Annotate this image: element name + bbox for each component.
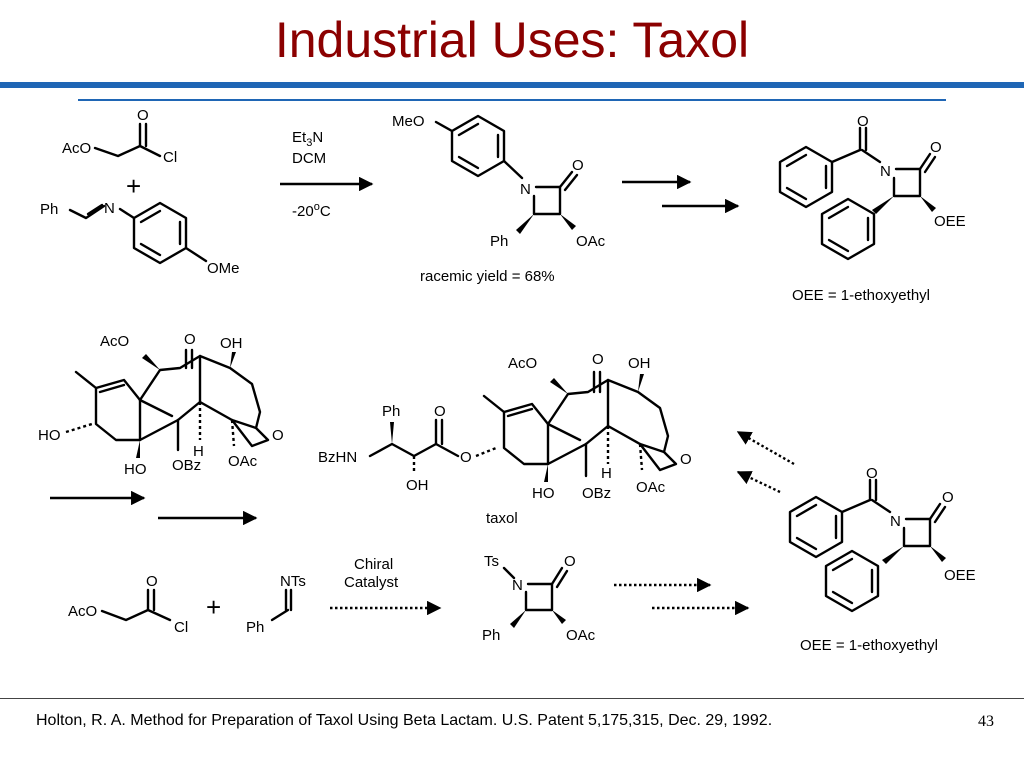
svg-text:O: O bbox=[857, 113, 869, 130]
dotted-arrow-left-a bbox=[736, 430, 795, 466]
svg-text:Ph: Ph bbox=[246, 619, 264, 636]
svg-text:OH: OH bbox=[406, 477, 429, 494]
reagent-label: Et3N bbox=[292, 129, 323, 149]
footer-rule bbox=[0, 698, 1024, 699]
plus-sign-top: + bbox=[126, 171, 141, 201]
svg-text:N: N bbox=[520, 181, 531, 198]
chiral-catalyst-arrow: Chiral Catalyst bbox=[330, 556, 442, 616]
baccatin-core: AcO O OH H OBz HO HO OAc O bbox=[38, 331, 284, 478]
racemic-yield-label: racemic yield = 68% bbox=[420, 268, 555, 285]
svg-text:OMe: OMe bbox=[207, 260, 240, 277]
svg-text:HO: HO bbox=[124, 461, 147, 478]
reaction-scheme: AcO O Cl + Ph N OMe Et3N DCM -20oC MeO N bbox=[38, 107, 976, 654]
n-benzoyl-lactam-top: O N O OEE OEE = 1-ethoxyethyl bbox=[778, 113, 966, 304]
beta-lactam-pmp: MeO N O Ph OAc racemic yield = 68% bbox=[392, 113, 606, 285]
oee-definition-bottom: OEE = 1-ethoxyethyl bbox=[800, 637, 938, 654]
svg-text:H: H bbox=[601, 465, 612, 482]
svg-text:O: O bbox=[137, 107, 149, 124]
svg-text:Ph: Ph bbox=[490, 233, 508, 250]
svg-text:OH: OH bbox=[220, 335, 243, 352]
citation: Holton, R. A. Method for Preparation of … bbox=[36, 712, 773, 729]
svg-text:O: O bbox=[930, 139, 942, 156]
svg-text:Ts: Ts bbox=[484, 553, 499, 570]
svg-text:OH: OH bbox=[628, 355, 651, 372]
svg-text:AcO: AcO bbox=[100, 333, 129, 350]
svg-text:Cl: Cl bbox=[163, 149, 177, 166]
svg-text:OEE: OEE bbox=[944, 567, 976, 584]
svg-text:Ph: Ph bbox=[482, 627, 500, 644]
svg-text:OBz: OBz bbox=[172, 457, 201, 474]
svg-text:O: O bbox=[866, 465, 878, 482]
catalyst-label: Catalyst bbox=[344, 574, 399, 591]
oee-definition-top: OEE = 1-ethoxyethyl bbox=[792, 287, 930, 304]
svg-text:O: O bbox=[592, 351, 604, 368]
plus-sign-bottom: + bbox=[206, 592, 221, 622]
svg-text:N: N bbox=[104, 200, 115, 217]
svg-text:O: O bbox=[272, 427, 284, 444]
acetoxyacetyl-chloride-bottom: AcO O Cl bbox=[68, 573, 188, 636]
page-number: 43 bbox=[978, 713, 994, 730]
title-rule-thick bbox=[0, 82, 1024, 88]
solvent-label: DCM bbox=[292, 150, 326, 167]
imine-tosyl: NTs Ph bbox=[246, 573, 306, 636]
svg-text:AcO: AcO bbox=[68, 603, 97, 620]
conditions-arrow-1: Et3N DCM -20oC bbox=[280, 129, 374, 220]
chiral-label: Chiral bbox=[354, 556, 393, 573]
svg-text:OEE: OEE bbox=[934, 213, 966, 230]
svg-text:NTs: NTs bbox=[280, 573, 306, 590]
svg-text:Cl: Cl bbox=[174, 619, 188, 636]
taxol-label: taxol bbox=[486, 510, 518, 527]
svg-text:OAc: OAc bbox=[566, 627, 596, 644]
svg-text:N: N bbox=[880, 163, 891, 180]
svg-text:N: N bbox=[512, 577, 523, 594]
tosyl-beta-lactam: Ts N O Ph OAc bbox=[482, 553, 596, 644]
dotted-arrow-left-b bbox=[736, 470, 781, 494]
svg-text:O: O bbox=[434, 403, 446, 420]
svg-text:AcO: AcO bbox=[62, 140, 91, 157]
svg-text:OBz: OBz bbox=[582, 485, 611, 502]
svg-text:Ph: Ph bbox=[382, 403, 400, 420]
slide-title: Industrial Uses: Taxol bbox=[274, 12, 750, 68]
svg-text:OAc: OAc bbox=[576, 233, 606, 250]
svg-text:HO: HO bbox=[38, 427, 61, 444]
taxol-structure: Ph O BzHN OH O AcO O OH H OBz HO OAc O t… bbox=[318, 351, 692, 527]
svg-text:HO: HO bbox=[532, 485, 555, 502]
svg-text:N: N bbox=[890, 513, 901, 530]
svg-text:BzHN: BzHN bbox=[318, 449, 357, 466]
svg-text:O: O bbox=[146, 573, 158, 590]
imine-pmp-top: Ph N OMe bbox=[40, 200, 240, 277]
svg-text:O: O bbox=[460, 449, 472, 466]
title-rule-thin bbox=[78, 99, 946, 101]
svg-text:O: O bbox=[564, 553, 576, 570]
n-benzoyl-lactam-bottom: O N O OEE OEE = 1-ethoxyethyl bbox=[788, 465, 976, 654]
svg-text:O: O bbox=[942, 489, 954, 506]
svg-text:Ph: Ph bbox=[40, 201, 58, 218]
svg-text:MeO: MeO bbox=[392, 113, 425, 130]
svg-text:OAc: OAc bbox=[228, 453, 258, 470]
svg-text:AcO: AcO bbox=[508, 355, 537, 372]
svg-text:O: O bbox=[184, 331, 196, 348]
svg-text:H: H bbox=[193, 443, 204, 460]
svg-text:O: O bbox=[572, 157, 584, 174]
temperature-label: -20oC bbox=[292, 201, 331, 220]
svg-text:O: O bbox=[680, 451, 692, 468]
acetoxyacetyl-chloride-top: AcO O Cl bbox=[62, 107, 177, 166]
svg-text:OAc: OAc bbox=[636, 479, 666, 496]
